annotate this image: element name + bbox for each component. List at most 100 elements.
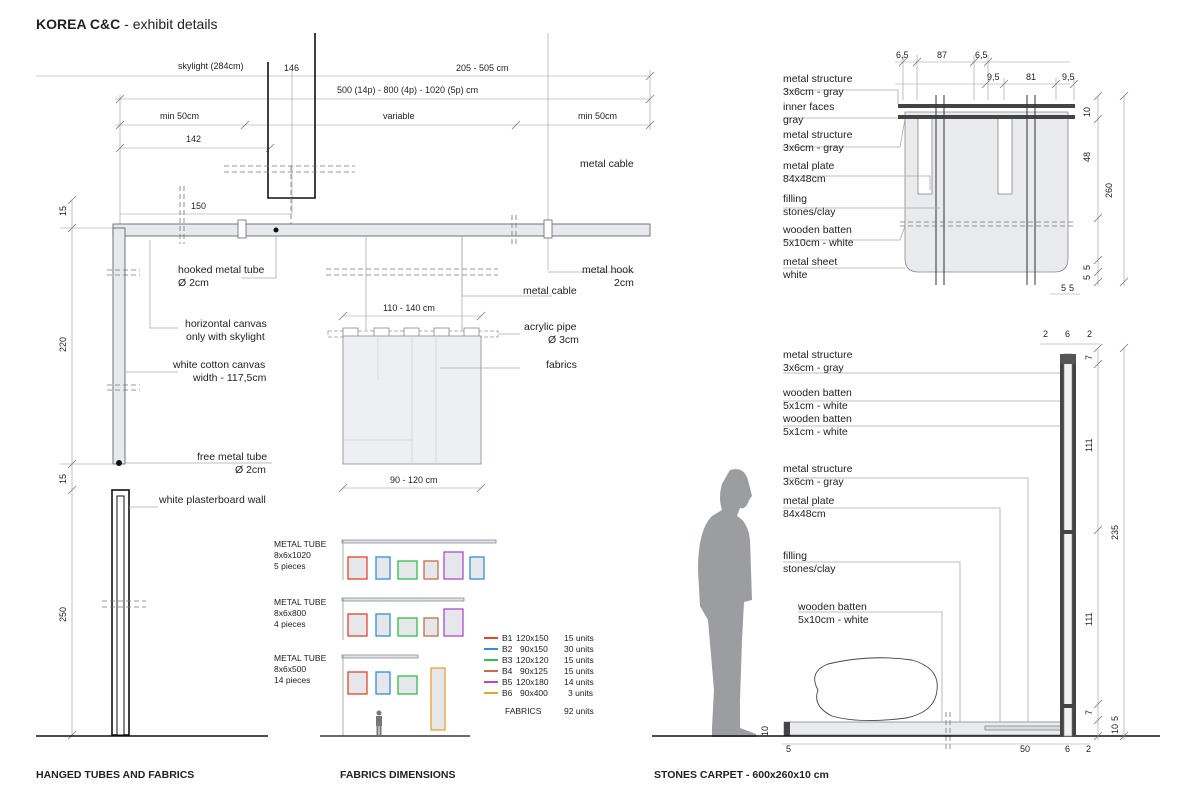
rt-label-2a: inner faces — [783, 101, 834, 113]
tube-1-count: 5 pieces — [274, 561, 306, 571]
hanged-tubes-section: skylight (284cm) 146 205 - 505 cm 500 (1… — [36, 33, 655, 740]
rb-label-6a: filling — [783, 550, 807, 562]
rb-label-1b: 3x6cm - gray — [783, 362, 844, 374]
label-horizontal-canvas: horizontal canvas — [185, 318, 267, 330]
metal-hook-right — [543, 219, 553, 239]
dim-w5b: 5 — [1069, 283, 1074, 293]
legend-b5: B5 120x180 14 units — [484, 677, 594, 687]
dim-h5a: 5 — [1082, 265, 1092, 270]
svg-text:15 units: 15 units — [564, 666, 594, 676]
rb-label-4a: metal structure — [783, 463, 853, 475]
caption-fabrics-dimensions: FABRICS DIMENSIONS — [340, 769, 456, 781]
dim-142: 142 — [186, 134, 201, 144]
svg-text:B5: B5 — [502, 677, 513, 687]
white-cotton-canvas — [112, 227, 126, 465]
dim-h260: 260 — [1104, 183, 1114, 198]
svg-text:120x150: 120x150 — [516, 633, 549, 643]
tube-2-count: 4 pieces — [274, 619, 306, 629]
dim-top-6: 6 — [1065, 329, 1070, 339]
rb-label-7b: 5x10cm - white — [798, 614, 869, 626]
svg-text:B2: B2 — [502, 644, 513, 654]
dim-w5a: 5 — [1061, 283, 1066, 293]
dim-h10: 10 — [1082, 107, 1092, 117]
svg-text:15 units: 15 units — [564, 655, 594, 665]
legend-b1: B1 120x150 15 units — [484, 633, 594, 643]
dim-skylight: skylight (284cm) — [178, 61, 244, 71]
tube-3-count: 14 pieces — [274, 675, 310, 685]
label-plasterboard: white plasterboard wall — [158, 494, 266, 506]
legend-b6: B6 90x400 3 units — [484, 688, 593, 698]
dim-90-120: 90 - 120 cm — [390, 475, 438, 485]
legend-total-label: FABRICS — [505, 706, 542, 716]
dim-h10b: 10 — [760, 726, 770, 736]
rb-label-7a: wooden batten — [797, 601, 867, 613]
rb-label-2a: wooden batten — [782, 387, 852, 399]
label-metal-cable-top: metal cable — [580, 158, 634, 170]
svg-text:15 units: 15 units — [564, 633, 594, 643]
label-metal-cable: metal cable — [523, 285, 577, 297]
rb-label-5b: 84x48cm — [783, 508, 826, 520]
rb-label-4b: 3x6cm - gray — [783, 476, 844, 488]
rb-label-1a: metal structure — [783, 349, 853, 361]
legend-b2: B2 90x150 30 units — [484, 644, 594, 654]
dim-b5: 5 — [786, 744, 791, 754]
rt-label-5a: filling — [783, 193, 807, 205]
svg-text:120x180: 120x180 — [516, 677, 549, 687]
dim-87: 87 — [937, 50, 947, 60]
legend-b3: B3 120x120 15 units — [484, 655, 594, 665]
rb-label-5a: metal plate — [783, 495, 835, 507]
rt-label-3b: 3x6cm - gray — [783, 142, 844, 154]
carpet-section-top: 6,5 87 6,5 9,5 81 9,5 — [782, 50, 1129, 295]
label-hooked-tube-dia: Ø 2cm — [178, 277, 209, 289]
fabric-legend: B1 120x150 15 units B2 90x150 30 units B… — [484, 633, 594, 716]
label-hooked-tube: hooked metal tube — [178, 264, 265, 276]
svg-text:90x150: 90x150 — [520, 644, 548, 654]
stone — [814, 657, 938, 722]
dim-top-2a: 2 — [1043, 329, 1048, 339]
dim-h7b: 7 — [1084, 710, 1094, 715]
rt-label-1a: metal structure — [783, 73, 853, 85]
label-acrylic-pipe: acrylic pipe — [524, 321, 577, 333]
hooked-metal-tube — [112, 223, 651, 237]
dim-b2: 2 — [1086, 744, 1091, 754]
dim-h48: 48 — [1082, 152, 1092, 162]
tube-1-size: 8x6x1020 — [274, 550, 311, 560]
rt-label-1b: 3x6cm - gray — [783, 86, 844, 98]
tube-3-name: METAL TUBE — [274, 653, 327, 663]
dim-146: 146 — [284, 63, 299, 73]
dim-220: 220 — [58, 337, 68, 352]
rt-label-5b: stones/clay — [783, 206, 836, 218]
rt-label-4a: metal plate — [783, 160, 835, 172]
dim-15-top: 15 — [58, 206, 68, 216]
tube-2-name: METAL TUBE — [274, 597, 327, 607]
dim-min50-right: min 50cm — [578, 111, 617, 121]
dim-9-5-a: 9,5 — [987, 72, 1000, 82]
label-free-tube-dia: Ø 2cm — [235, 464, 266, 476]
svg-text:90x125: 90x125 — [520, 666, 548, 676]
label-free-tube: free metal tube — [197, 451, 267, 463]
rt-label-7b: white — [782, 269, 808, 281]
label-fabrics: fabrics — [546, 359, 577, 371]
dim-h111a: 111 — [1084, 438, 1094, 452]
dim-b50: 50 — [1020, 744, 1030, 754]
dim-h10: 10 — [1110, 724, 1120, 734]
legend-total-units: 92 units — [564, 706, 594, 716]
dim-110-140: 110 - 140 cm — [383, 303, 435, 313]
label-metal-hook-size: 2cm — [614, 277, 634, 289]
svg-text:B1: B1 — [502, 633, 513, 643]
dim-min50-left: min 50cm — [160, 111, 199, 121]
svg-text:120x120: 120x120 — [516, 655, 549, 665]
label-white-canvas-width: width - 117,5cm — [192, 372, 267, 384]
svg-text:3 units: 3 units — [568, 688, 593, 698]
rt-label-3a: metal structure — [783, 129, 853, 141]
scale-figure-person — [698, 469, 756, 737]
dim-6-5-b: 6,5 — [975, 50, 988, 60]
caption-stones-carpet: STONES CARPET - 600x260x10 cm — [654, 769, 829, 781]
rb-label-2b: 5x1cm - white — [783, 400, 848, 412]
metal-hook-left — [237, 219, 247, 239]
svg-text:B3: B3 — [502, 655, 513, 665]
dim-150: 150 — [191, 201, 206, 211]
tube-2-size: 8x6x800 — [274, 608, 306, 618]
stones-carpet-elevation: 2 6 2 7 111 235 111 7 10 5 10 5 50 6 2 — [652, 329, 1160, 754]
dim-h235: 235 — [1110, 525, 1120, 540]
